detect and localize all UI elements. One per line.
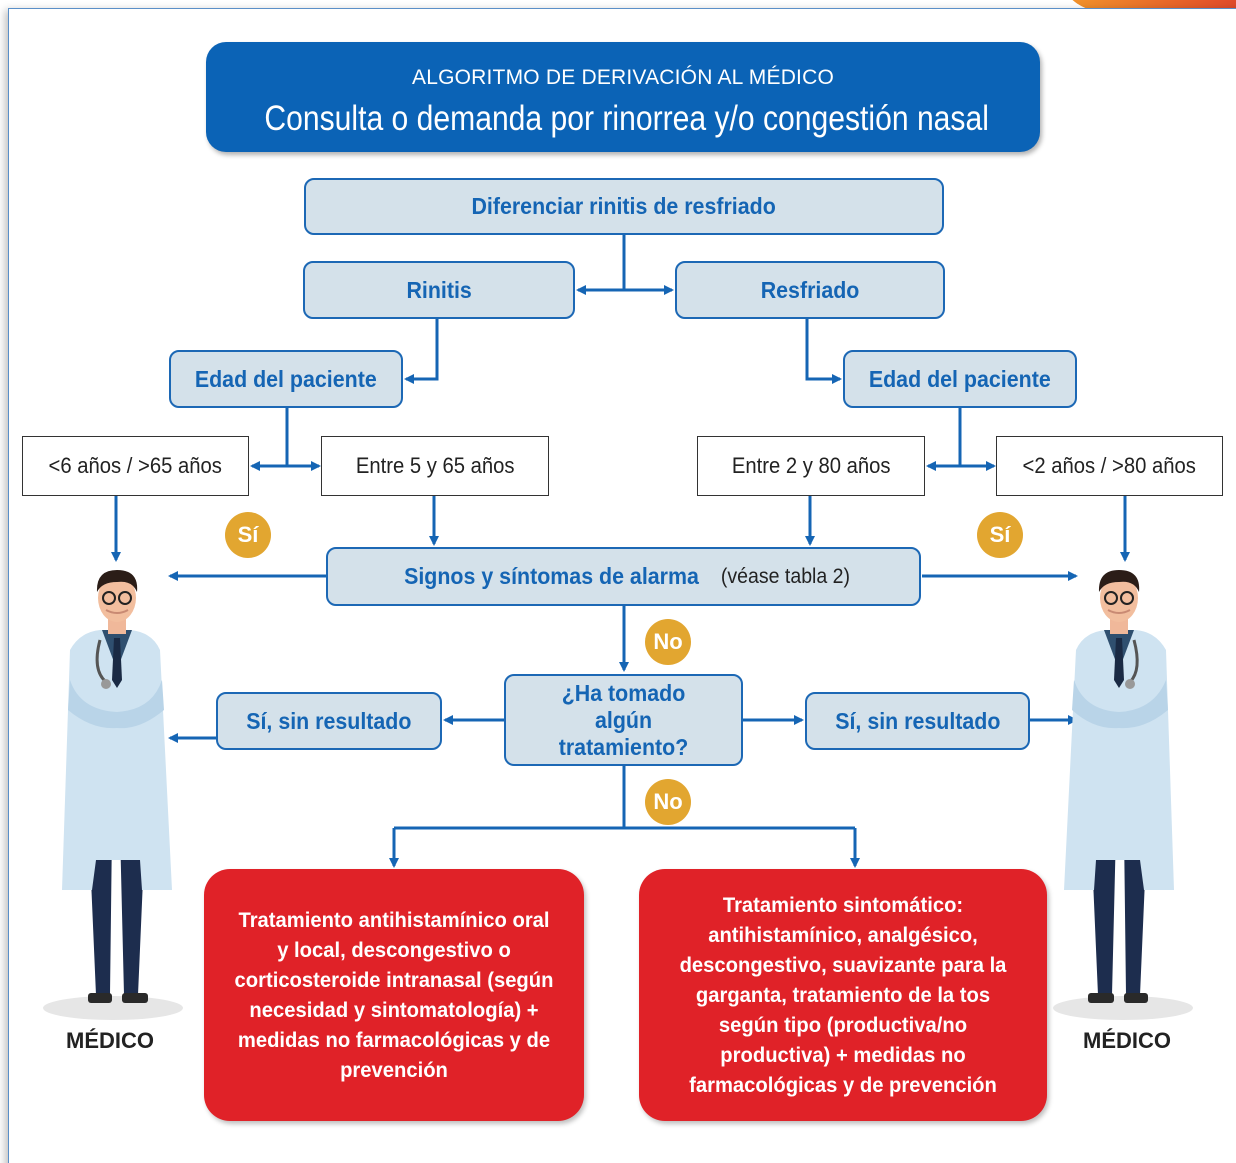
rinitis-treatment-box: Tratamiento antihistamínico oral y local… (204, 869, 584, 1121)
differentiate-label: Diferenciar rinitis de resfriado (471, 193, 777, 219)
arrow-resfriado-to-age (805, 318, 842, 384)
age-right-node: Edad del paciente (843, 350, 1077, 408)
badge-si-right: Sí (977, 512, 1023, 558)
badge-no-alarm: No (645, 619, 691, 665)
rinitis-treatment-text: Tratamiento antihistamínico oral y local… (234, 908, 554, 1082)
doctor-right-illustration (1053, 570, 1193, 1020)
age-left-normal-label: Entre 5 y 65 años (355, 453, 515, 478)
no-result-right-node: Sí, sin resultado (805, 692, 1030, 750)
badge-no-treatment: No (645, 779, 691, 825)
age-right-normal-box: Entre 2 y 80 años (697, 436, 925, 496)
age-left-extreme-label: <6 años / >65 años (48, 453, 223, 478)
age-right-extreme-label: <2 años / >80 años (1022, 453, 1197, 478)
header-subtitle: Consulta o demanda por rinorrea y/o cong… (264, 99, 989, 138)
alarm-signs-label: Signos y síntomas de alarma (403, 563, 699, 589)
age-left-extreme-box: <6 años / >65 años (22, 436, 249, 496)
resfriado-label: Resfriado (760, 276, 860, 303)
treatment-question-node: ¿Ha tomado algún tratamiento? (504, 674, 743, 766)
badge-si-left: Sí (225, 512, 271, 558)
alarm-signs-reference: (véase tabla 2) (720, 564, 850, 588)
doctor-left-label: MÉDICO (66, 1028, 154, 1053)
no-result-right-label: Sí, sin resultado (834, 707, 1001, 734)
age-left-label: Edad del paciente (195, 365, 377, 392)
doctor-right-label: MÉDICO (1083, 1028, 1171, 1053)
rinitis-label: Rinitis (406, 276, 472, 303)
age-right-extreme-box: <2 años / >80 años (996, 436, 1223, 496)
resfriado-treatment-box: Tratamiento sintomático: antihistamínico… (639, 869, 1047, 1121)
header-title: ALGORITMO DE DERIVACIÓN AL MÉDICO (412, 66, 834, 89)
alarm-signs-node: Signos y síntomas de alarma (véase tabla… (326, 547, 921, 606)
age-right-normal-label: Entre 2 y 80 años (731, 453, 891, 478)
treatment-question-label: ¿Ha tomado algún tratamiento? (558, 679, 689, 760)
resfriado-node: Resfriado (675, 261, 945, 319)
rinitis-node: Rinitis (303, 261, 575, 319)
age-left-node: Edad del paciente (169, 350, 403, 408)
doctor-left-illustration (43, 570, 183, 1020)
no-result-left-node: Sí, sin resultado (216, 692, 442, 750)
no-result-left-label: Sí, sin resultado (246, 707, 412, 734)
algorithm-header: ALGORITMO DE DERIVACIÓN AL MÉDICO Consul… (206, 42, 1040, 152)
resfriado-treatment-text: Tratamiento sintomático: antihistamínico… (679, 893, 1007, 1097)
differentiate-node: Diferenciar rinitis de resfriado (304, 178, 944, 235)
age-right-label: Edad del paciente (869, 365, 1051, 392)
age-left-normal-box: Entre 5 y 65 años (321, 436, 549, 496)
arrow-rinitis-to-age (404, 318, 439, 384)
